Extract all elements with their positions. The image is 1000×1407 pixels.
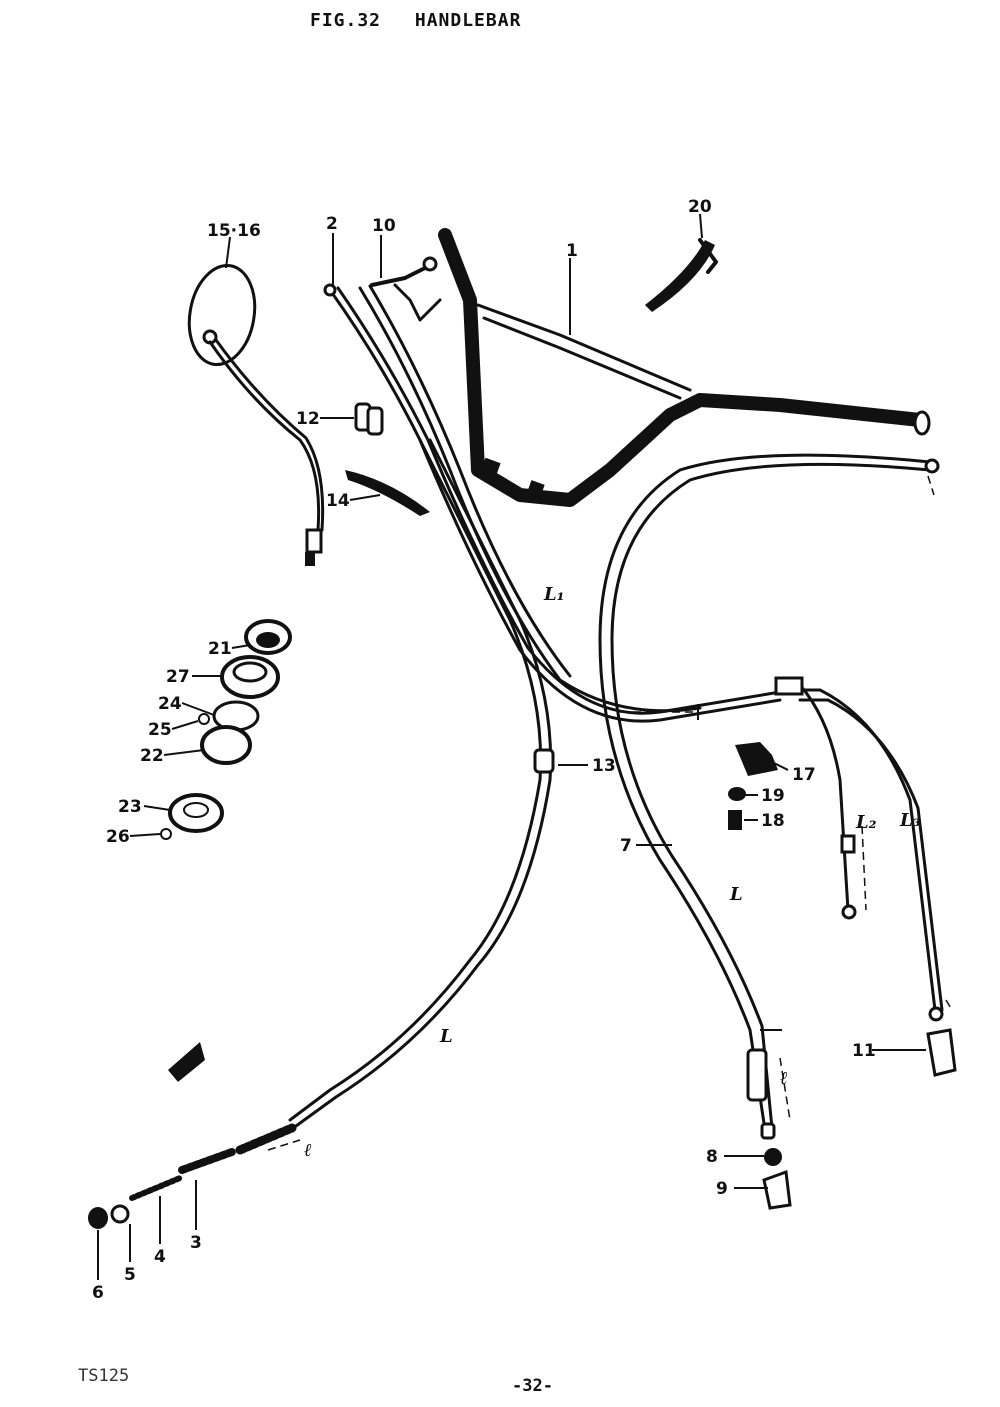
callout-17: 17 — [792, 765, 816, 785]
dim-label-l3: L₃ — [899, 810, 921, 831]
callout-25: 25 — [148, 720, 172, 740]
callout-6: 6 — [92, 1283, 104, 1303]
callout-9: 9 — [716, 1179, 728, 1199]
callout-24: 24 — [158, 694, 182, 714]
callout-21: 21 — [208, 639, 232, 659]
callout-4: 4 — [154, 1247, 166, 1267]
figure-header: FIG.32 HANDLEBAR — [310, 10, 543, 31]
cable-7 — [598, 453, 940, 1140]
dim-label-L-left: L — [439, 1026, 453, 1047]
dim-label-l-right: ℓ — [780, 1068, 788, 1089]
callout-1: 1 — [566, 241, 578, 261]
part-14-band — [345, 470, 430, 516]
part-20-clip — [645, 238, 718, 312]
dim-label-l1: L₁ — [543, 584, 565, 605]
callout-15-16: 15·16 — [207, 221, 261, 241]
callout-12: 12 — [296, 409, 320, 429]
dim-label-L-right: L — [729, 884, 743, 905]
cables-l2-l3 — [774, 676, 944, 1022]
part-8-9-caps — [762, 1148, 792, 1210]
dimension-lines — [267, 475, 953, 1151]
cable-lower-left — [88, 438, 555, 1229]
figure-title: HANDLEBAR — [414, 10, 522, 31]
part-11-cap — [926, 1028, 957, 1077]
leader-lines — [97, 213, 926, 1280]
callout-20: 20 — [688, 197, 712, 217]
callout-19: 19 — [761, 786, 785, 806]
handlebar-part — [438, 228, 931, 507]
model-code: TS125 — [78, 1366, 130, 1386]
callout-26: 26 — [106, 827, 130, 847]
figure-number: FIG.32 — [310, 10, 382, 31]
callout-27: 27 — [166, 667, 190, 687]
callout-13: 13 — [592, 756, 616, 776]
part-12-clamp — [354, 402, 384, 436]
mirror-part — [187, 263, 325, 566]
dim-label-l-left: ℓ — [304, 1140, 312, 1161]
callout-10: 10 — [372, 216, 396, 236]
front-arrow-icon — [168, 1042, 205, 1082]
callout-23: 23 — [118, 797, 142, 817]
part-17-19-18 — [728, 742, 778, 830]
page-number: -32- — [512, 1376, 553, 1396]
callout-14: 14 — [326, 491, 350, 511]
callout-11: 11 — [852, 1041, 876, 1061]
dim-label-l2: L₂ — [855, 812, 877, 833]
callout-5: 5 — [124, 1265, 136, 1285]
callout-2: 2 — [326, 214, 338, 234]
callout-22: 22 — [140, 746, 164, 766]
callout-7: 7 — [620, 836, 632, 856]
callout-3: 3 — [190, 1233, 202, 1253]
callout-8: 8 — [706, 1147, 718, 1167]
callout-18: 18 — [761, 811, 785, 831]
